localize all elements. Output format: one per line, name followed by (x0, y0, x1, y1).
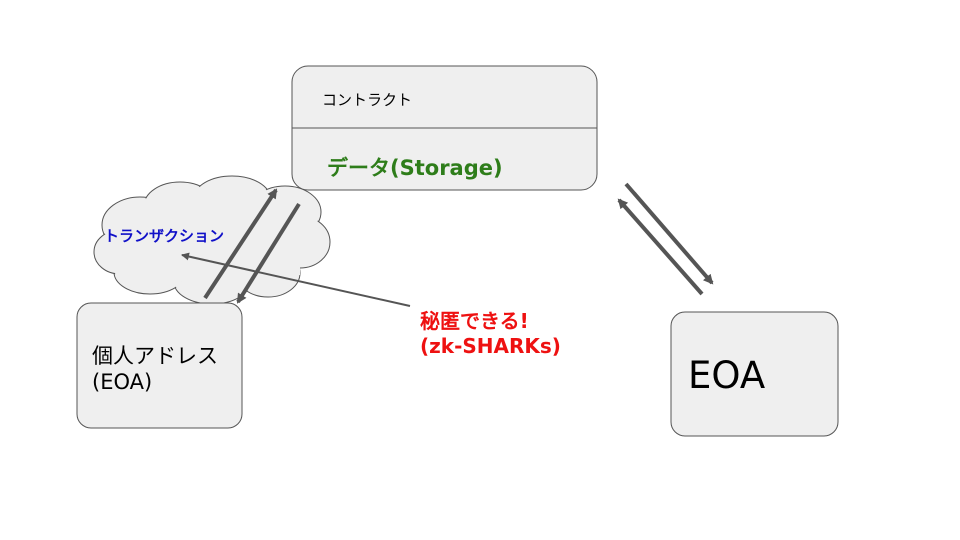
annotation-zk-label: (zk-SHARKs) (420, 334, 561, 358)
arrow-contract-to-personal (236, 202, 301, 304)
arrow-contract-to-eoa (624, 182, 714, 285)
annotation-pointer-arrow (181, 252, 411, 307)
personal-address-label: 個人アドレス (92, 344, 218, 368)
contract-box (291, 65, 598, 191)
arrow-eoa-to-contract (617, 198, 704, 296)
arrow-personal-to-contract (203, 188, 278, 300)
personal-address-box (76, 302, 243, 429)
contract-data-label: データ(Storage) (327, 156, 503, 180)
eoa-box (670, 311, 839, 437)
transaction-label: トランザクション (104, 227, 225, 245)
eoa-label: EOA (688, 354, 766, 397)
annotation-secret-label: 秘匿できる! (420, 309, 529, 333)
personal-address-sublabel: (EOA) (92, 370, 153, 394)
contract-title: コントラクト (322, 91, 413, 109)
